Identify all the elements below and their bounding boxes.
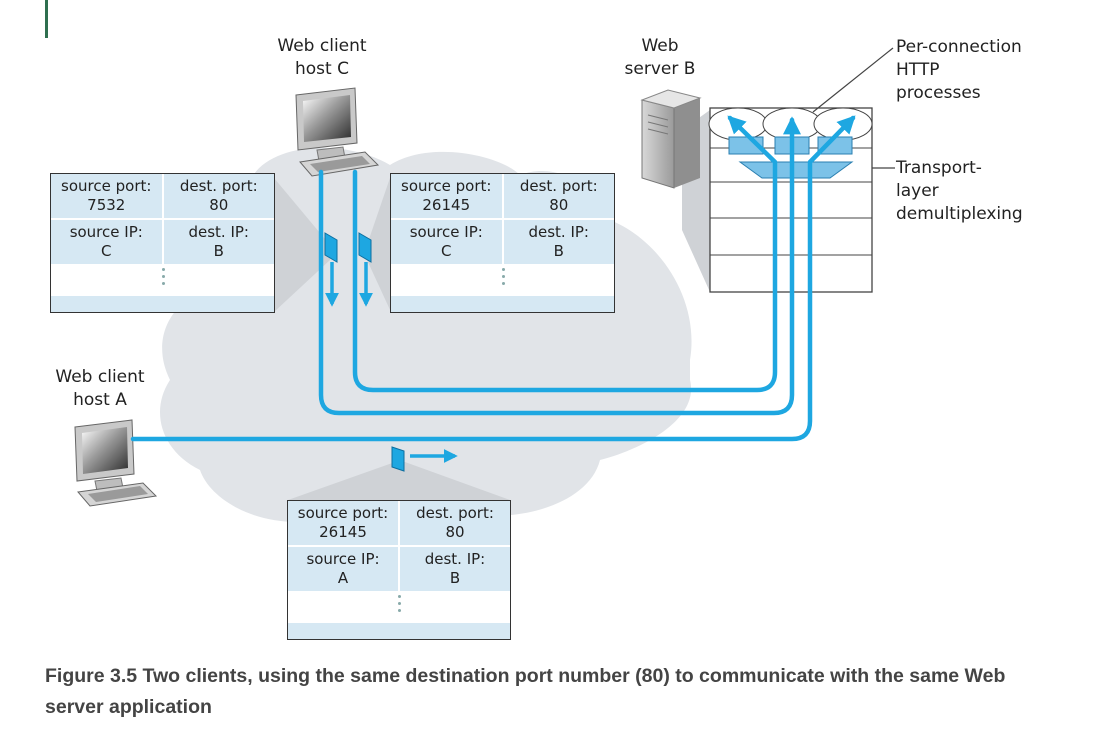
server-b-label: Web server B	[624, 36, 696, 79]
demux-label: Transport- layer demultiplexing	[896, 158, 1023, 224]
source-ip-value: C	[101, 242, 112, 260]
http-process-3	[813, 107, 873, 141]
connection-c-7532	[318, 116, 801, 416]
segment-header-a-26145: source port:26145 dest. port:80 source I…	[287, 500, 511, 640]
dest-ip-value: B	[553, 242, 564, 260]
host-c-computer-icon	[295, 87, 380, 177]
source-ip-value: C	[441, 242, 452, 260]
source-ip-value: A	[337, 569, 349, 587]
segment-callout-wedge-2	[367, 175, 391, 312]
figure-caption: Figure 3.5 Two clients, using the same d…	[45, 665, 1006, 718]
host-a-label: Web client host A	[55, 367, 145, 410]
source-port-value: 26145	[422, 196, 471, 214]
segment-callout-wedge-1	[274, 178, 330, 312]
dest-ip-label: dest. IP:	[528, 223, 589, 241]
segment-header-c-7532: source port:7532 dest. port:80 source IP…	[50, 173, 275, 313]
dest-port-label: dest. port:	[519, 177, 598, 195]
dest-ip-label: dest. IP:	[424, 550, 486, 568]
dest-port-value: 80	[549, 196, 569, 214]
server-protocol-stack	[708, 47, 895, 293]
dest-port-label: dest. port:	[416, 504, 494, 522]
demux-funnel	[738, 161, 854, 179]
dest-ip-label: dest. IP:	[188, 223, 249, 241]
connection-c-26145	[352, 115, 778, 393]
dest-ip-value: B	[449, 569, 461, 587]
source-ip-label: source IP:	[409, 223, 483, 241]
source-ip-label: source IP:	[69, 223, 143, 241]
source-port-label: source port:	[297, 504, 389, 522]
source-ip-label: source IP:	[306, 550, 380, 568]
accent-bar	[45, 0, 48, 38]
processes-label: Per-connection HTTP processes	[896, 37, 1022, 103]
dest-port-label: dest. port:	[179, 177, 258, 195]
dest-ip-value: B	[213, 242, 224, 260]
segment-callout-wedge-3	[288, 462, 510, 500]
dest-port-value: 80	[209, 196, 229, 214]
segment-header-c-26145: source port:26145 dest. port:80 source I…	[390, 173, 615, 313]
source-port-value: 26145	[319, 523, 367, 541]
source-port-label: source port:	[61, 177, 152, 195]
dest-port-value: 80	[445, 523, 465, 541]
server-tower-icon	[640, 89, 702, 189]
source-port-value: 7532	[87, 196, 126, 214]
host-c-label: Web client host C	[277, 36, 367, 79]
segment-marker-icon	[324, 232, 405, 472]
connection-a-26145	[130, 115, 856, 442]
source-port-label: source port:	[401, 177, 492, 195]
host-a-computer-icon	[74, 419, 158, 507]
